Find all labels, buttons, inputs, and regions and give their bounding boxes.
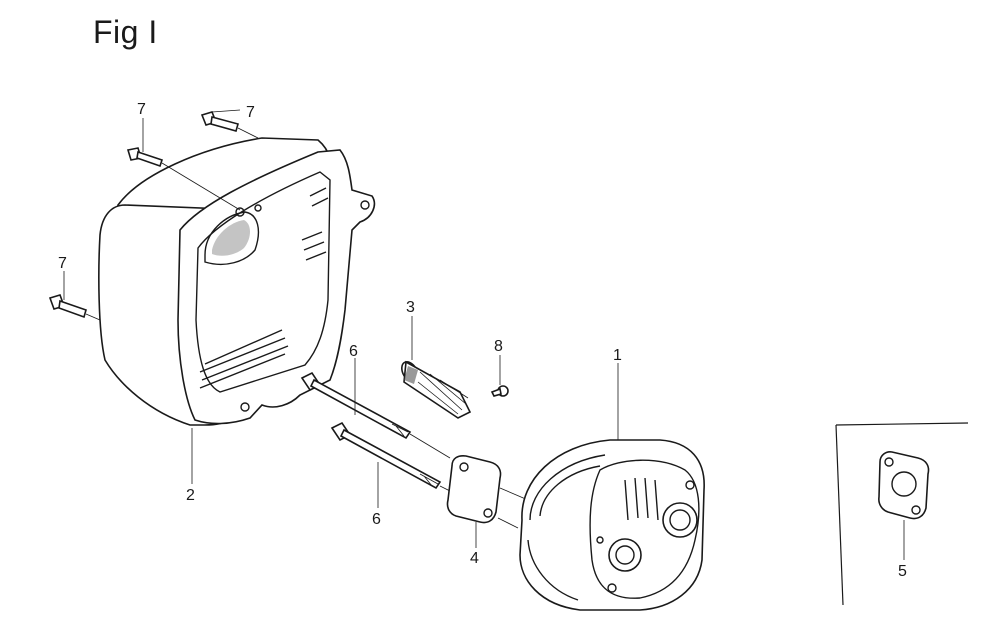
callout-1: 1 — [613, 347, 622, 364]
exhaust-gasket — [446, 455, 529, 529]
arrester-screw — [490, 385, 509, 397]
flange-bolt-left — [48, 294, 101, 321]
spark-arrester — [401, 360, 472, 419]
exhaust-pipe-gasket — [878, 451, 930, 520]
callout-6-lower: 6 — [372, 511, 381, 528]
flange-bolt-upper — [200, 111, 259, 139]
callout-7-upper: 7 — [246, 104, 255, 121]
callout-4: 4 — [470, 550, 479, 567]
callout-5: 5 — [898, 563, 907, 580]
leader-lines — [63, 109, 905, 560]
muffler — [519, 439, 705, 611]
callout-6-upper: 6 — [349, 343, 358, 360]
flange-bolt-top — [126, 147, 241, 211]
callout-2: 2 — [186, 487, 195, 504]
callout-7-left: 7 — [58, 255, 67, 272]
stud-bolt-upper — [300, 371, 451, 459]
figure-title: Fig I — [93, 14, 158, 50]
muffler-protector — [98, 137, 376, 426]
inset-frame — [835, 422, 969, 606]
callout-7-top: 7 — [137, 101, 146, 118]
stud-bolt-lower — [330, 421, 453, 493]
callout-8: 8 — [494, 338, 503, 355]
callout-3: 3 — [406, 299, 415, 316]
